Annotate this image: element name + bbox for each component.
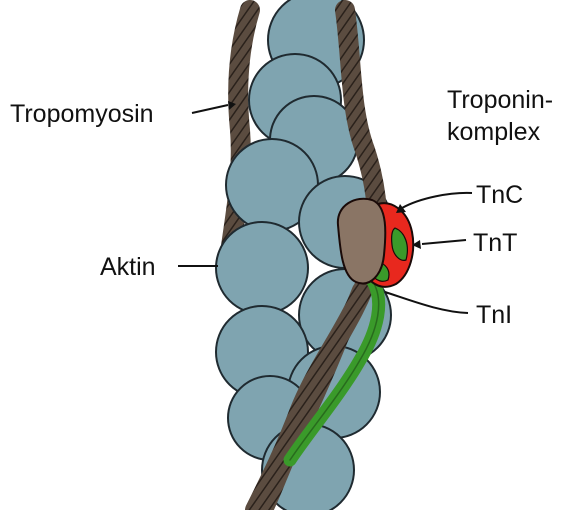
tnc-label: TnC xyxy=(476,181,523,209)
troponin-complex-label-line1: Troponin- xyxy=(447,86,553,114)
tropomyosin-label: Tropomyosin xyxy=(10,100,154,128)
actin-monomer xyxy=(216,222,308,314)
troponin-complex-label-line2: komplex xyxy=(447,118,541,146)
tnc-leader xyxy=(402,193,472,208)
troponin-head xyxy=(338,199,385,284)
tnt-leader xyxy=(422,240,466,244)
tni-label: TnI xyxy=(476,301,512,329)
tni-leader xyxy=(385,292,468,313)
tnt-label: TnT xyxy=(473,229,517,257)
tropomyosin-leader xyxy=(192,105,228,113)
aktin-label: Aktin xyxy=(100,253,156,281)
